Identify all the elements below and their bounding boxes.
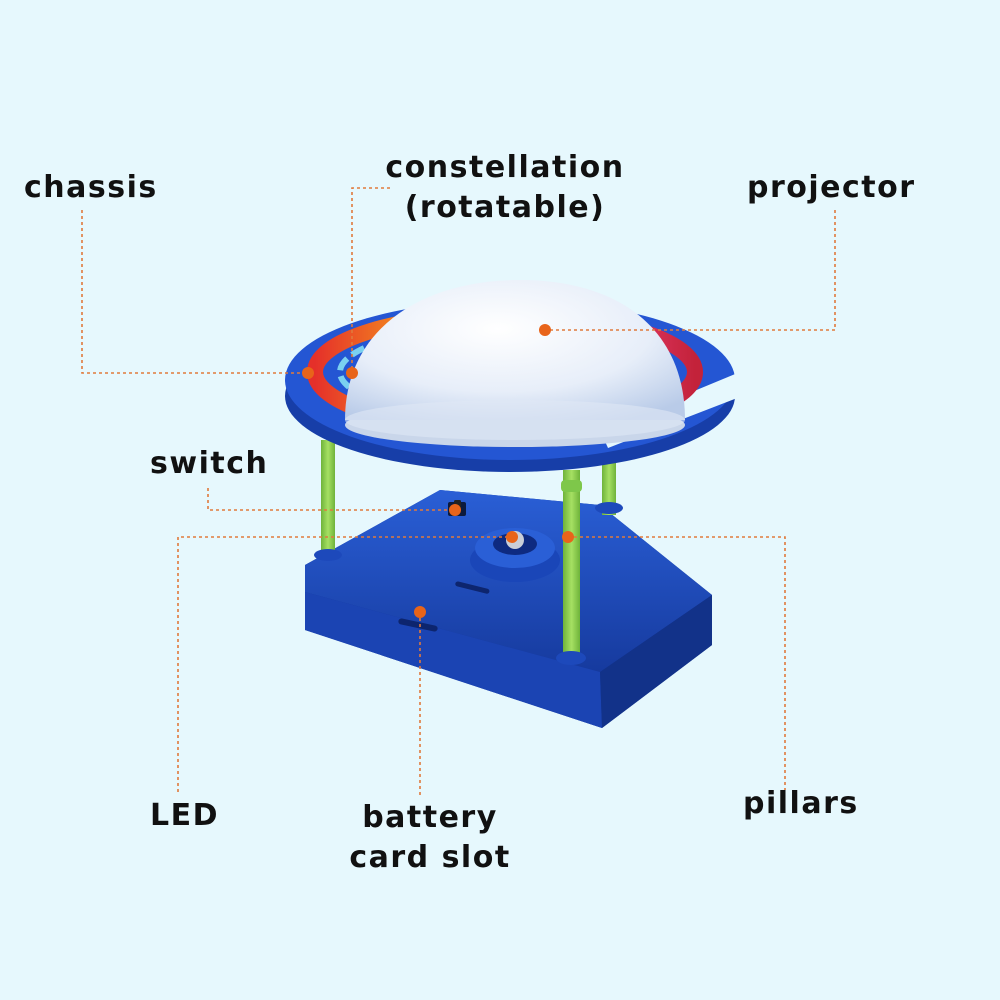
pillar-front — [556, 470, 586, 665]
label-pillars: pillars — [743, 786, 859, 821]
dot-constellation — [346, 367, 358, 379]
label-constellation: constellation (rotatable) — [380, 148, 630, 228]
label-projector: projector — [747, 170, 916, 205]
leader-constellation — [351, 187, 390, 373]
leader-chassis — [81, 210, 308, 374]
leader-lines — [81, 187, 836, 795]
dot-led — [506, 531, 518, 543]
projector-dome — [345, 280, 685, 447]
label-chassis: chassis — [24, 170, 158, 205]
label-switch: switch — [150, 446, 269, 481]
label-led: LED — [150, 798, 220, 833]
dot-projector — [539, 324, 551, 336]
led-housing — [470, 528, 560, 582]
hexagonal-base — [305, 490, 712, 728]
leader-pillars — [568, 536, 786, 790]
dot-switch — [449, 504, 461, 516]
dot-chassis — [302, 367, 314, 379]
label-constellation-line1: constellation — [385, 150, 625, 185]
leader-switch — [207, 488, 455, 511]
pillar-back-left — [314, 440, 342, 561]
dot-pillars — [562, 531, 574, 543]
leader-projector — [545, 210, 836, 331]
label-constellation-line2: (rotatable) — [404, 190, 606, 225]
label-battery: battery card slot — [330, 798, 530, 878]
pillars — [314, 425, 623, 665]
label-battery-line1: battery — [362, 800, 498, 835]
label-battery-line2: card slot — [349, 840, 511, 875]
leader-led — [177, 536, 512, 792]
callout-dots — [302, 324, 574, 618]
dot-battery — [414, 606, 426, 618]
